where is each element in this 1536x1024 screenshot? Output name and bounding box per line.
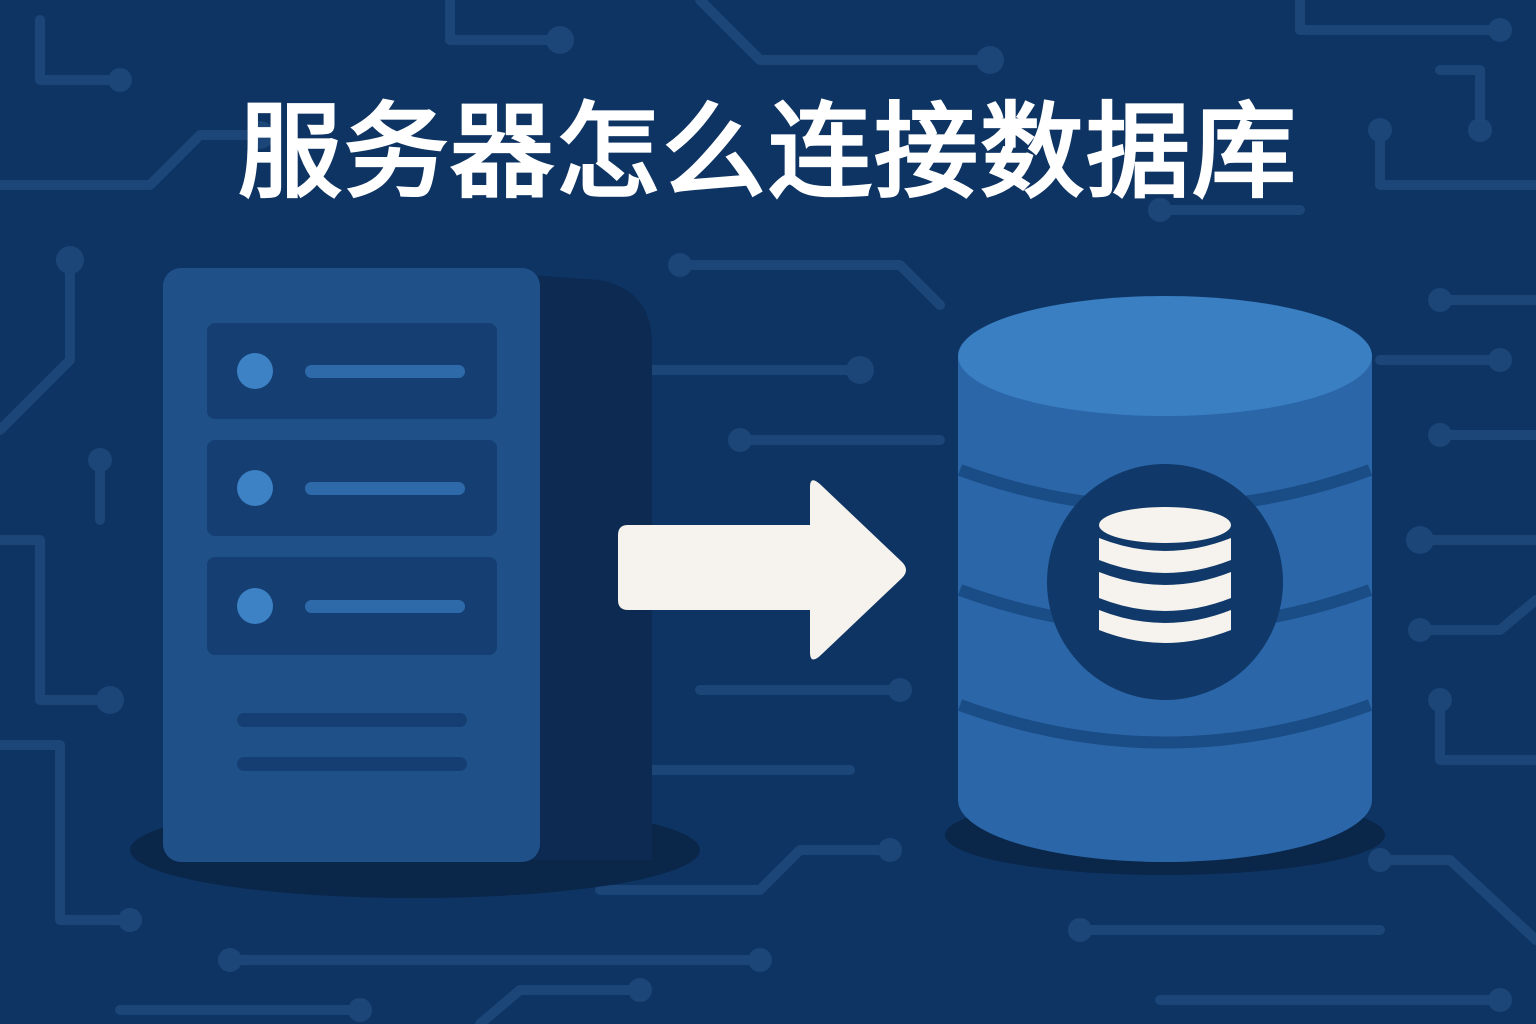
page-title: 服务器怎么连接数据库 — [237, 91, 1298, 213]
server-side-shadow — [530, 275, 652, 860]
server-led — [237, 353, 273, 389]
server-vent — [237, 757, 467, 771]
right-arrow-icon — [618, 480, 906, 660]
server-vent — [237, 713, 467, 727]
database-icon — [945, 296, 1385, 875]
database-band — [957, 699, 1373, 749]
server-icon — [130, 268, 700, 898]
database-stack-icon — [1047, 464, 1283, 700]
server-slot — [207, 440, 497, 536]
server-slot — [207, 557, 497, 655]
server-slot — [207, 323, 497, 419]
database-top — [958, 296, 1372, 416]
database-badge — [1047, 464, 1283, 700]
server-led — [237, 588, 273, 624]
server-led — [237, 470, 273, 506]
